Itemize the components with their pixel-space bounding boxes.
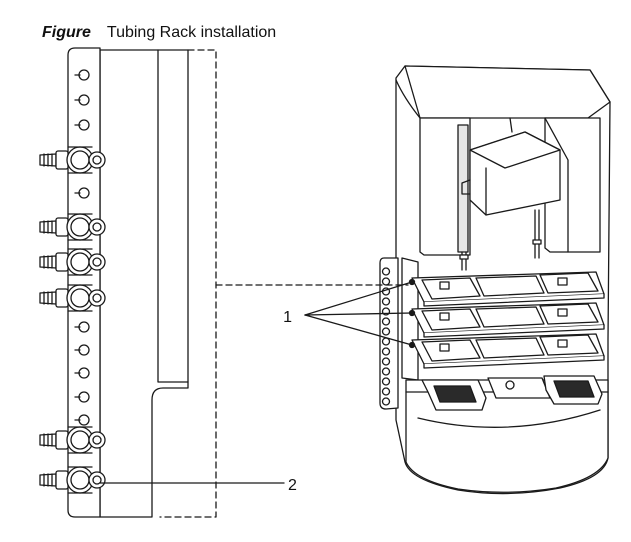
plate-well	[557, 339, 568, 348]
tray-shelf	[411, 271, 605, 307]
rack-slot	[78, 119, 90, 131]
plate-well	[557, 277, 568, 286]
plate-well	[439, 343, 450, 352]
mounted-rack-slot	[381, 387, 391, 396]
instrument-hood-front	[395, 79, 421, 119]
rack-outline-dashed	[159, 49, 217, 518]
callout-dots	[408, 278, 416, 349]
needle-arm-right	[534, 209, 540, 259]
tray-back-wall	[401, 257, 419, 381]
autosampler-head-top	[469, 131, 561, 169]
needle-tip-right	[532, 239, 542, 245]
mounted-rack-slot	[381, 317, 391, 326]
callout-1-number: 1	[283, 309, 292, 326]
mounted-rack-slot	[381, 347, 391, 356]
tubing-rack-detail	[39, 47, 217, 518]
rack-connectors	[39, 146, 106, 494]
rack-plate-edge	[157, 49, 189, 383]
tube-connector	[39, 466, 106, 494]
figure-caption: Figure Tubing Rack installation	[42, 22, 276, 44]
mounted-rack-slot	[381, 377, 391, 386]
rack-plate	[99, 49, 189, 518]
tube-connector	[39, 426, 106, 454]
mounted-rack-slot	[381, 337, 391, 346]
instrument	[379, 65, 611, 495]
callout-1-leader-mid	[304, 312, 413, 316]
callout-lines	[99, 281, 413, 484]
figure-title: Tubing Rack installation	[106, 24, 277, 41]
instrument-hood	[404, 65, 611, 119]
callout-1-leader-top	[304, 281, 413, 316]
rack-slots	[74, 69, 90, 426]
head-shaft	[509, 117, 513, 133]
rack-slot	[78, 321, 90, 333]
mounted-rack-slot	[381, 297, 391, 306]
tube-connector	[39, 284, 106, 312]
mounted-rack-slot	[381, 357, 391, 366]
mounted-rack-slot	[381, 397, 391, 406]
mounted-rack-slot	[381, 327, 391, 336]
rack-slot	[78, 187, 90, 199]
rack-slot	[78, 94, 90, 106]
tube-connector	[39, 213, 106, 241]
tray-shelf	[411, 302, 605, 338]
mounted-rack-slot	[381, 367, 391, 376]
callout-2-number: 2	[288, 477, 297, 494]
tray-shelves	[411, 271, 605, 369]
mounted-rack-slot	[381, 267, 391, 276]
rack-slot	[78, 69, 90, 81]
needle-tip-left	[459, 254, 469, 260]
lower-plate-left	[421, 379, 487, 411]
rack-slot	[78, 344, 90, 356]
side-lever	[461, 179, 471, 195]
rack-slot	[78, 367, 90, 379]
figure-label: Figure	[42, 24, 91, 41]
plate-well	[557, 308, 568, 317]
plate-well	[439, 312, 450, 321]
left-column-shade	[457, 124, 469, 253]
tube-connector	[39, 248, 106, 276]
tube-connector	[39, 146, 106, 174]
lower-plate-right	[543, 375, 603, 405]
lower-plate-center	[487, 377, 551, 399]
tray-shelf	[411, 333, 605, 369]
right-column-inner	[544, 117, 569, 253]
mounted-rack-slot	[381, 277, 391, 286]
plate-well	[439, 281, 450, 290]
rack-slot	[78, 414, 90, 426]
rack-slot	[78, 391, 90, 403]
callout-1-leader-bottom	[304, 314, 413, 346]
front-panel-curve	[417, 409, 601, 428]
